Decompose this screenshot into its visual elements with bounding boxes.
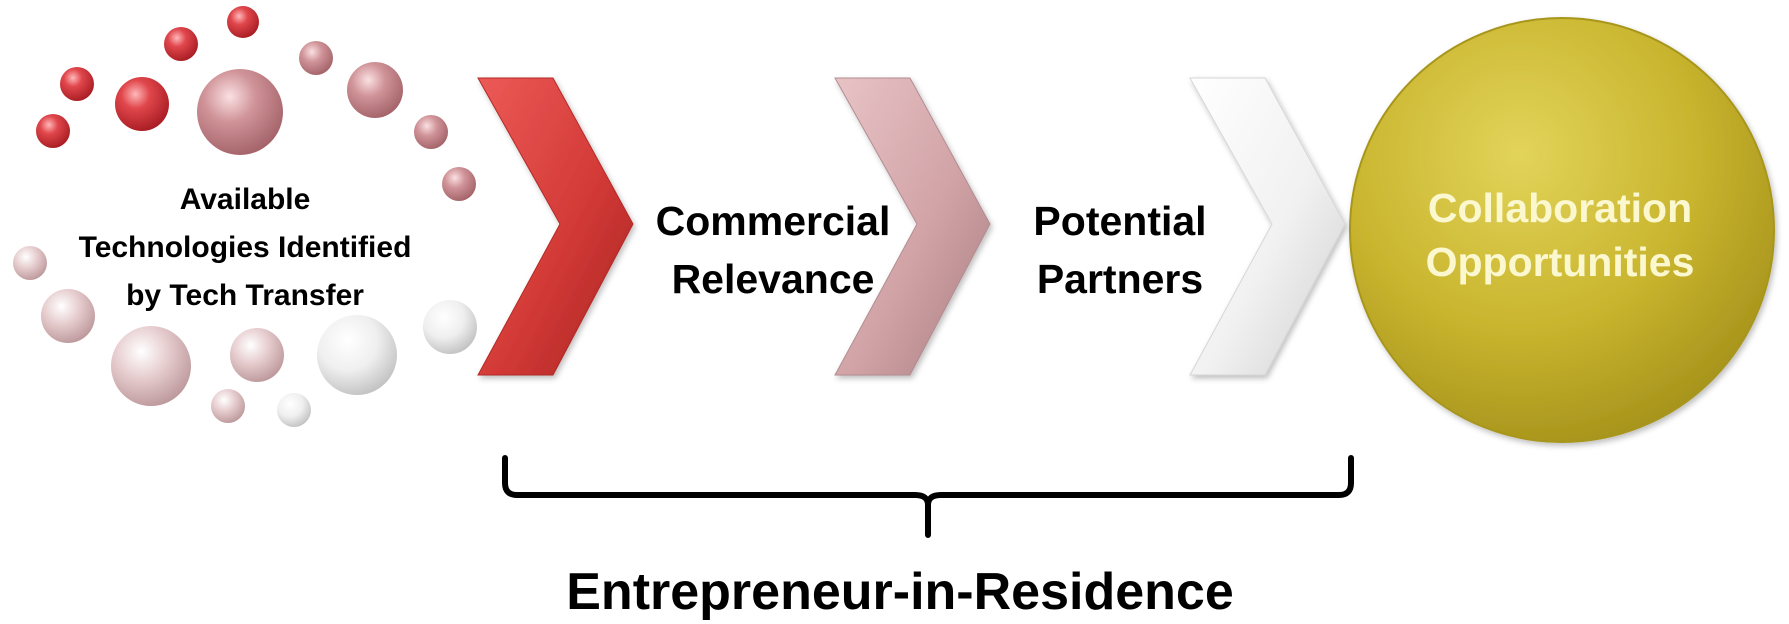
step-label-line: Potential bbox=[1033, 198, 1207, 244]
source-label-line: Available bbox=[179, 183, 311, 216]
bubble bbox=[164, 27, 198, 61]
bubble bbox=[277, 393, 311, 427]
bubble bbox=[299, 41, 333, 75]
source-label-line: by Tech Transfer bbox=[126, 279, 364, 312]
curly-bracket bbox=[502, 455, 1354, 538]
bubble bbox=[317, 315, 397, 395]
step-label-line: Relevance bbox=[671, 256, 875, 302]
source-label-line: Technologies Identified bbox=[78, 231, 412, 264]
bubble bbox=[211, 389, 245, 423]
step-commercial-relevance-label: Commercial Relevance bbox=[628, 190, 918, 310]
step-label-line: Commercial bbox=[655, 198, 891, 244]
bubble bbox=[442, 167, 476, 201]
bubble bbox=[60, 67, 94, 101]
bracket-label: Entrepreneur-in-Residence bbox=[440, 560, 1360, 624]
bubble bbox=[230, 328, 284, 382]
chevron-arrow-1 bbox=[477, 77, 634, 376]
source-label: Available Technologies Identified by Tec… bbox=[30, 178, 460, 318]
goal-label: Collaboration Opportunities bbox=[1345, 170, 1775, 300]
chevron-arrow-3 bbox=[1189, 77, 1346, 376]
bubble bbox=[347, 62, 403, 118]
step-potential-partners-label: Potential Partners bbox=[1000, 190, 1240, 310]
goal-circle bbox=[1349, 17, 1775, 443]
goal-label-line: Opportunities bbox=[1425, 239, 1695, 285]
bubble bbox=[414, 115, 448, 149]
chevron-arrow-2 bbox=[834, 77, 991, 376]
bubble bbox=[227, 6, 259, 38]
bracket-label-text: Entrepreneur-in-Residence bbox=[566, 563, 1234, 621]
bubble bbox=[423, 300, 477, 354]
bubble bbox=[197, 69, 283, 155]
bubble bbox=[111, 326, 191, 406]
bubble bbox=[36, 114, 70, 148]
bubble bbox=[115, 77, 169, 131]
bubble bbox=[41, 289, 95, 343]
goal-label-line: Collaboration bbox=[1427, 185, 1693, 231]
step-label-line: Partners bbox=[1036, 256, 1204, 302]
bubble-cluster bbox=[13, 6, 477, 427]
bubble bbox=[13, 246, 47, 280]
